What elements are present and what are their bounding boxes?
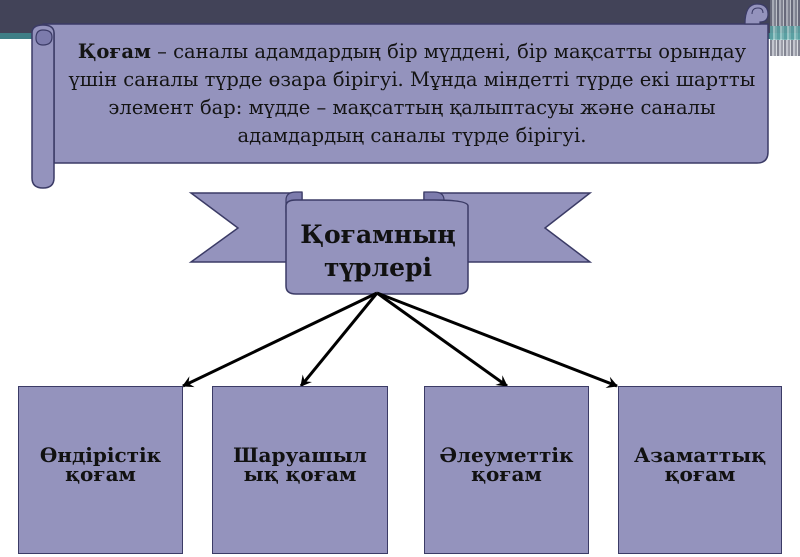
type-box-line2: қоғам — [664, 462, 736, 486]
types-ribbon — [188, 191, 593, 295]
center-title-line2: түрлері — [323, 253, 432, 282]
slide-corner-decoration — [770, 0, 800, 56]
type-box-line2: қоғам — [65, 462, 136, 486]
type-box-production: Өндірістік қоғам — [18, 386, 183, 554]
definition-text: Қоғам – саналы адамдардың бір мүддені, б… — [58, 38, 766, 150]
type-box-civil: Азаматтық қоғам — [618, 386, 782, 554]
type-box-social: Әлеуметтік қоғам — [424, 386, 589, 554]
type-box-economic: Шаруашыл ық қоғам — [212, 386, 388, 554]
type-box-line1: Өндірістік — [39, 443, 162, 467]
type-box-line2: ық қоғам — [243, 462, 357, 486]
arrow-to-type-4 — [376, 291, 618, 388]
center-title-line1: Қоғамның — [300, 220, 456, 249]
definition-term: Қоғам — [77, 40, 151, 63]
connector-arrows — [182, 291, 618, 388]
arrow-to-type-2 — [299, 292, 379, 387]
type-box-line1: Азаматтық — [633, 443, 767, 467]
arrow-to-type-1 — [182, 291, 378, 388]
type-box-line1: Шаруашыл — [233, 443, 367, 467]
definition-scroll — [31, 3, 769, 189]
type-box-line1: Әлеуметтік — [439, 443, 574, 467]
type-box-line2: қоғам — [471, 462, 542, 486]
definition-dash: – — [150, 40, 174, 63]
center-title: Қоғамның түрлері — [288, 218, 468, 284]
definition-body: саналы адамдардың бір мүддені, бір мақса… — [68, 40, 756, 147]
arrow-to-type-3 — [376, 291, 508, 388]
